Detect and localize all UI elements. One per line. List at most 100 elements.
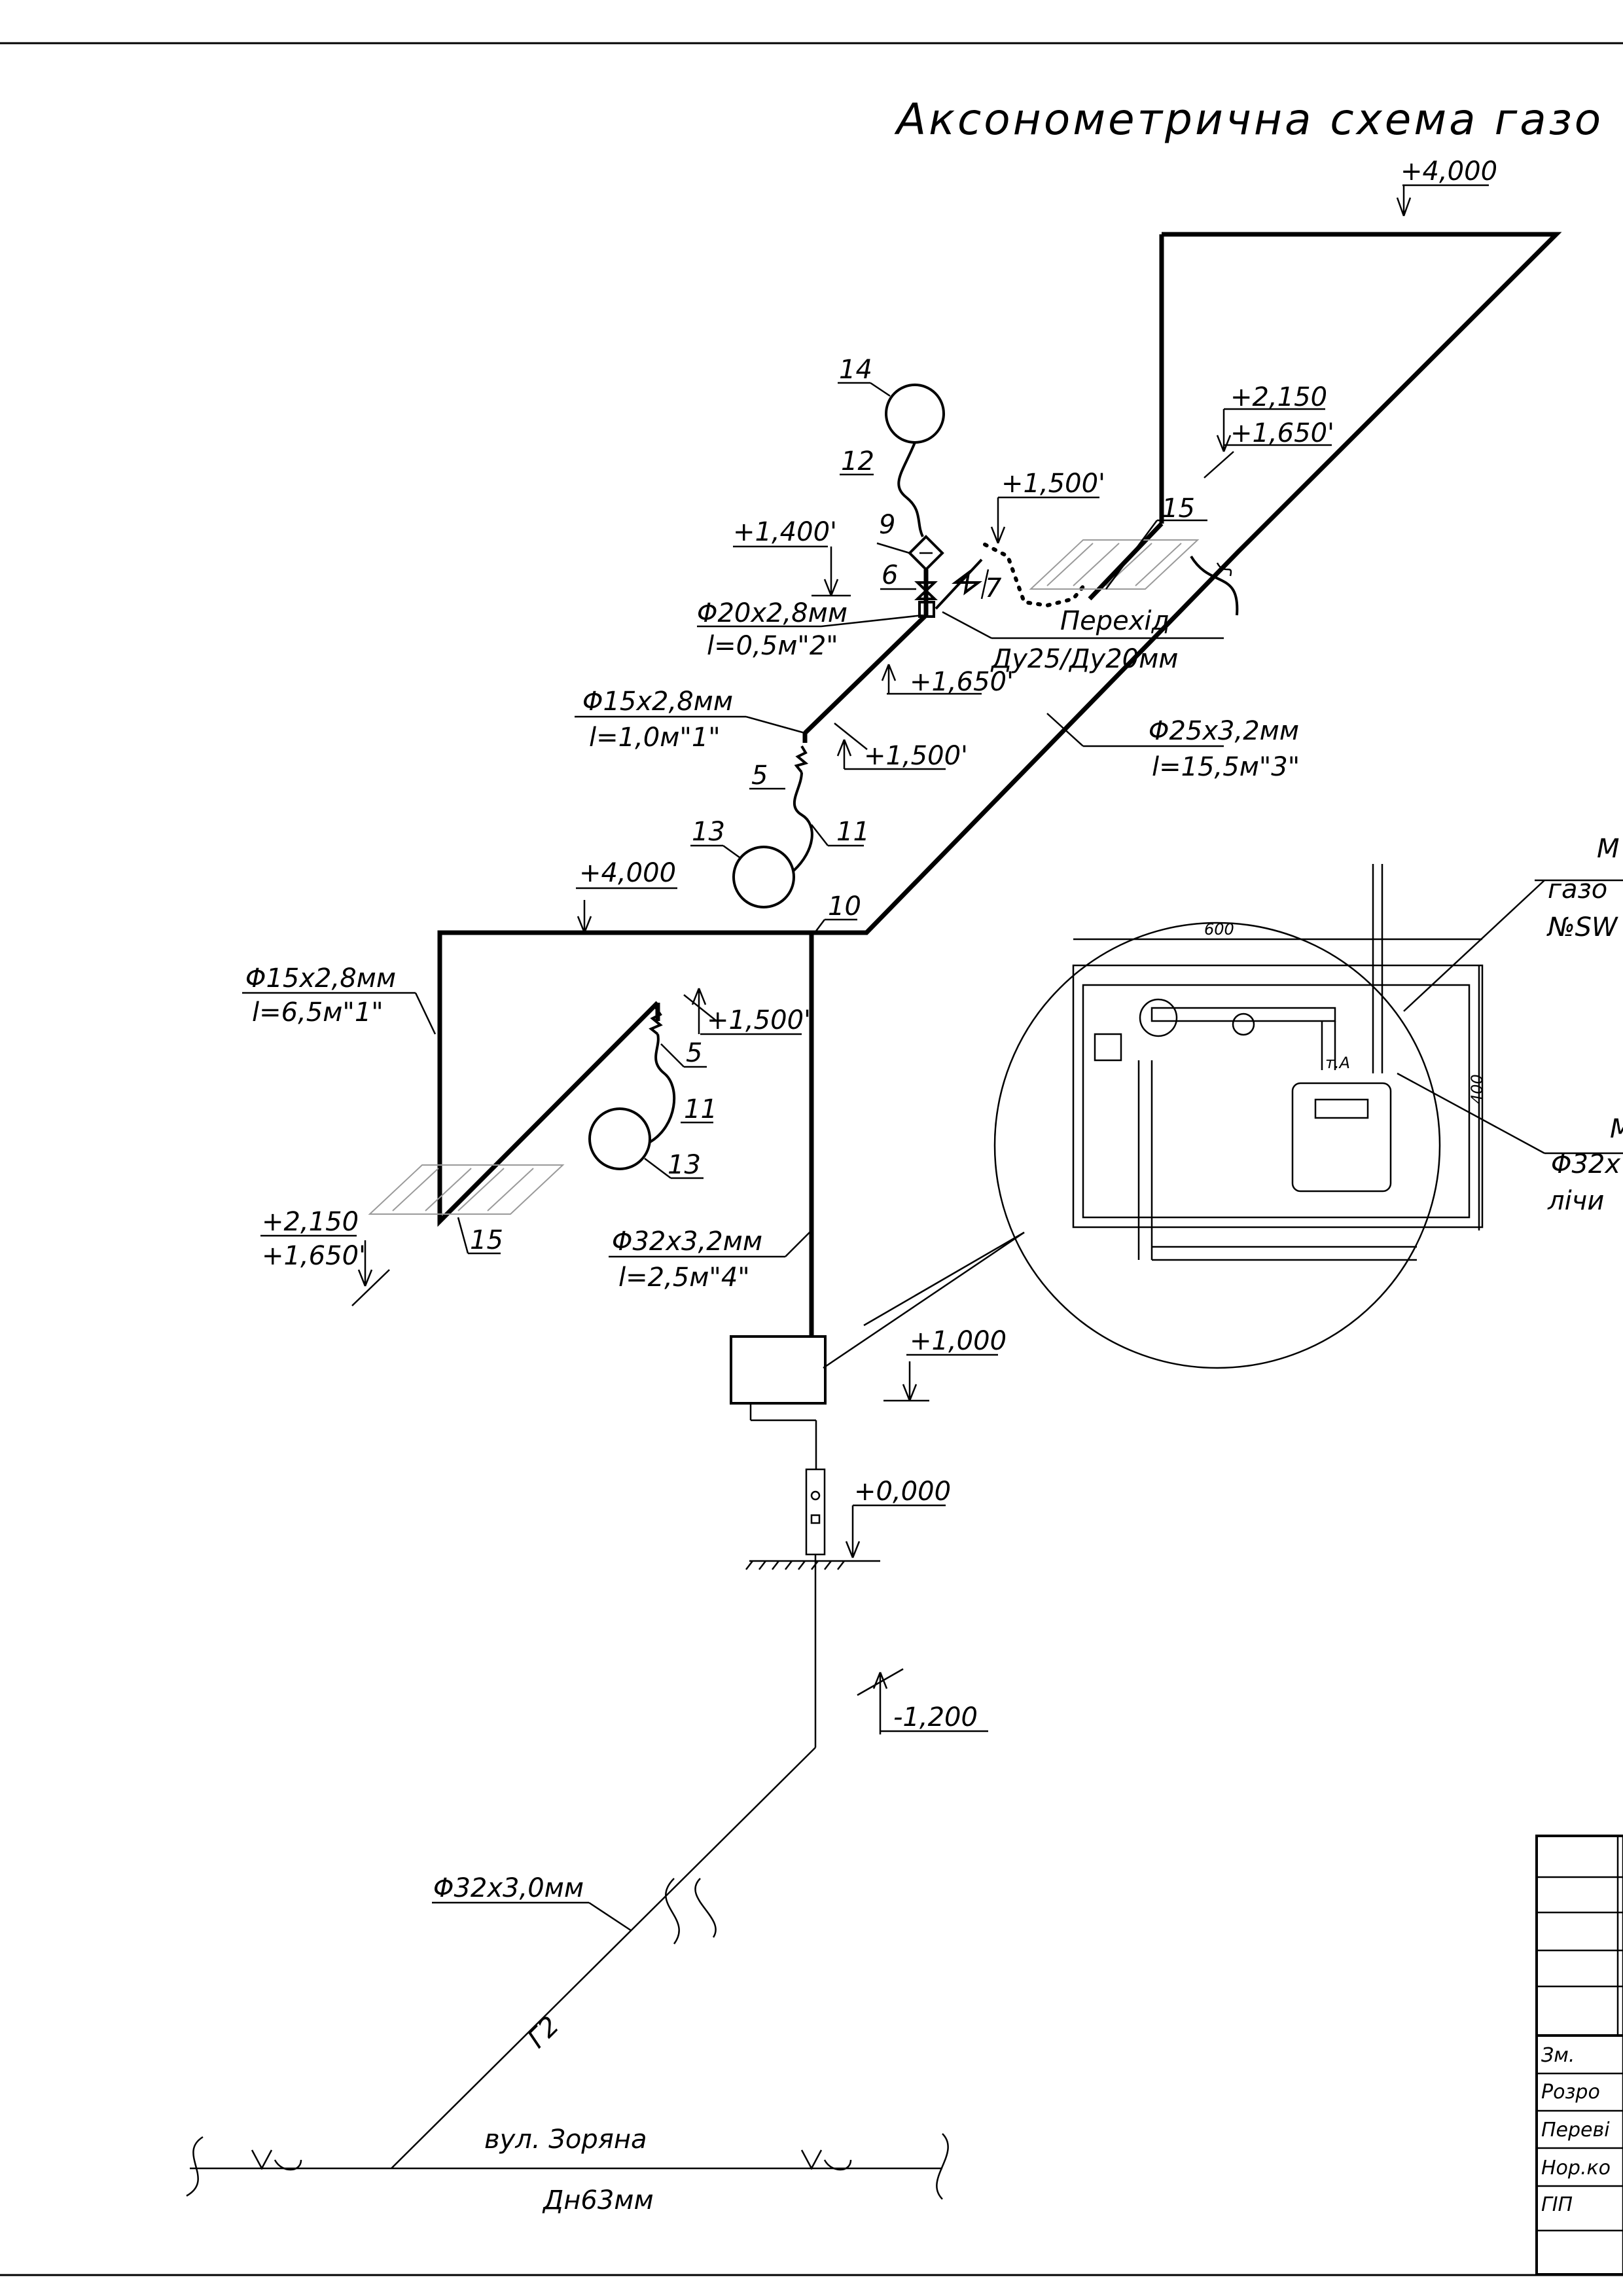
detail-callout-5: Φ32х	[1551, 1149, 1620, 1179]
underground-break-1	[665, 1878, 680, 1945]
pos-13a: 13	[692, 817, 725, 847]
gas-meter-box	[730, 1335, 827, 1405]
detail-dim-width: 600	[1204, 920, 1234, 939]
street-name: вул. Зоряна	[484, 2125, 647, 2155]
tb-row-norm: Нор.ко	[1541, 2157, 1611, 2179]
pipe-p15b-size: Φ15х2,8мм	[245, 963, 396, 994]
flex-hose-12	[897, 442, 924, 537]
pos-6: 6	[882, 560, 898, 590]
pos-12: 12	[841, 446, 874, 476]
detail-valve-box	[1094, 1033, 1122, 1062]
detail-callout-6: лічи	[1547, 1186, 1604, 1216]
valve-7-icon	[952, 569, 982, 596]
pipe-p15a-size: Φ15х2,8мм	[582, 687, 733, 717]
detail-frame-inner	[1082, 984, 1471, 1219]
detail-regulator	[1139, 998, 1178, 1037]
detail-callout-leader-1	[1403, 880, 1545, 1012]
street-diameter: Дн63мм	[542, 2185, 654, 2215]
transition-dotted	[983, 543, 1088, 608]
street-break-right	[936, 2133, 949, 2200]
detail-view: 600 400 т.А М газо №SW М Φ32х лічи	[863, 834, 1623, 1369]
filter-9-icon	[908, 535, 944, 571]
valve-5-lower	[649, 1005, 663, 1035]
detail-circle	[993, 922, 1441, 1369]
detail-pipe-top	[1150, 1007, 1336, 1022]
elev-meter: +1,000	[910, 1326, 1007, 1356]
hatch-patch-lower	[368, 1164, 565, 1215]
elev-riser-1650: +1,650'	[910, 667, 1014, 697]
pipe-p32-size: Φ32х3,2мм	[612, 1227, 762, 1257]
flex-hose-11-upper	[793, 772, 813, 872]
detail-callout-4: М	[1610, 1114, 1623, 1144]
break-symbol-15a-b	[1216, 562, 1232, 577]
pipe-p20-size: Φ20х2,8мм	[697, 598, 847, 628]
street-wave-right	[800, 2149, 852, 2171]
elev-upper-right-2: +1,650'	[1230, 418, 1334, 448]
pipe-p32u-size: Φ32х3,0мм	[433, 1873, 584, 1903]
pipe-stove-diagonal	[803, 613, 928, 735]
hatch-patch-upper	[1029, 539, 1200, 590]
pos-15a: 15	[1162, 493, 1195, 524]
underground-diagonal	[391, 1747, 816, 2169]
pipe-upper-stub	[1088, 522, 1164, 601]
pos-5a: 5	[751, 761, 768, 791]
pos-5b: 5	[686, 1038, 702, 1068]
valve-5-upper	[794, 745, 809, 774]
detail-callout-3: №SW	[1546, 912, 1618, 942]
detail-callout-leader-2	[1397, 1072, 1545, 1155]
ground-valve-circle	[810, 1490, 821, 1501]
elev-underground: -1,200	[893, 1702, 978, 1732]
break-symbol-15a	[1190, 555, 1239, 616]
pos-7: 7	[985, 573, 1002, 603]
line-code-g2: Г2	[522, 2011, 565, 2054]
pos-9: 9	[879, 510, 895, 540]
detail-callout-2: газо	[1548, 874, 1607, 905]
elev-left-top: +4,000	[579, 858, 676, 888]
underground-break-2	[694, 1878, 717, 1938]
pipe-roof-run	[437, 232, 1562, 1227]
pipe-valve7	[935, 558, 983, 610]
ground-hatch	[745, 1560, 845, 1570]
leaders	[242, 184, 1489, 1932]
valve-6-icon	[914, 581, 938, 600]
detail-dim-height: 400	[1468, 1074, 1486, 1104]
main-piping	[437, 232, 1562, 1335]
elev-left-bottom-1: +2,150	[262, 1207, 359, 1237]
pipe-p32-length: l=2,5м"4"	[618, 1263, 750, 1293]
elev-left-bottom-2: +1,650'	[262, 1241, 366, 1271]
elev-riser-1500: +1,500'	[864, 741, 968, 771]
tb-row-check: Переві	[1541, 2119, 1610, 2142]
pos-11b: 11	[684, 1094, 717, 1124]
detail-leader	[863, 1231, 1025, 1327]
street-break-left	[186, 2136, 204, 2197]
pipe-p25-length: l=15,5м"3"	[1152, 752, 1300, 782]
ground-valve-body	[805, 1468, 826, 1556]
heater-13-circle-upper	[732, 846, 795, 908]
detail-meter	[1291, 1082, 1392, 1193]
title-block-frame	[1535, 1835, 1623, 2276]
heater-13-circle-lower	[588, 1107, 651, 1170]
elev-heater-level: +1,500'	[1001, 469, 1105, 499]
flex-hose-11-lower	[649, 1033, 676, 1143]
transition-label-1: Перехід	[1060, 606, 1169, 636]
pipe-p20-length: l=0,5м"2"	[707, 631, 838, 661]
title-block: Зм. Розро Переві Нор.ко ГІП	[1535, 1835, 1623, 2276]
pos-13b: 13	[668, 1150, 701, 1180]
pos-14: 14	[839, 355, 872, 385]
elev-stove-level: +1,400'	[733, 517, 837, 547]
detail-callout-1: М	[1597, 834, 1620, 864]
ground-valve-square	[810, 1514, 821, 1524]
street-wave-left	[251, 2149, 302, 2171]
pos-15b: 15	[470, 1225, 503, 1255]
tb-row-gip: ГІП	[1541, 2193, 1573, 2216]
pipe-p25-size: Φ25х3,2мм	[1149, 716, 1299, 746]
detail-valve-circle	[1232, 1013, 1255, 1036]
drawing-title: Аксонометрична схема газо	[894, 94, 1603, 145]
pipe-p15a-length: l=1,0м"1"	[589, 723, 721, 753]
pos-11a: 11	[836, 817, 870, 847]
heater-14-circle	[885, 384, 945, 444]
detail-point-label: т.А	[1325, 1054, 1350, 1072]
transition-label-2: Ду25/Ду20мм	[990, 644, 1178, 674]
tb-row-dev: Розро	[1541, 2081, 1600, 2104]
